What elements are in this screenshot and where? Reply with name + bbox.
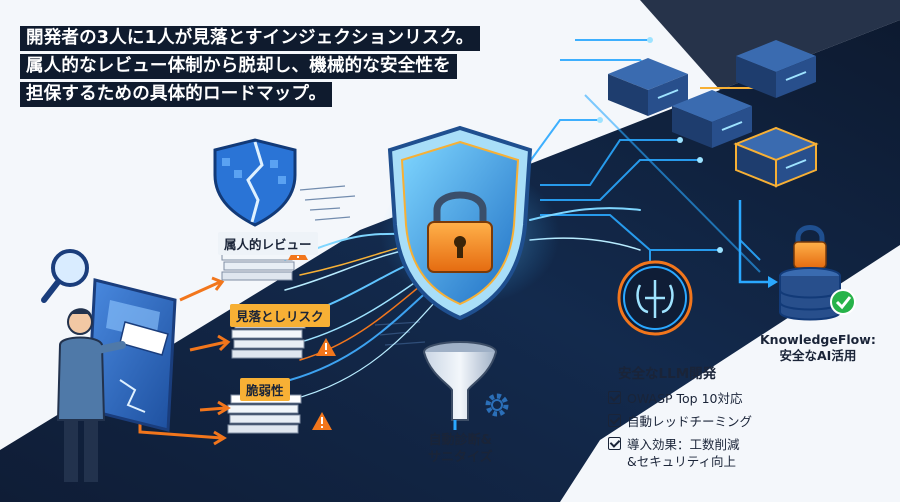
funnel-label-line-2: サニタイズ — [428, 450, 493, 465]
gear-icon — [485, 393, 509, 417]
brain-chip-icon — [617, 260, 693, 336]
llm-item-3: 導入効果：工数削減 — [608, 434, 740, 453]
knowledgeflow-line-1: KnowledgeFlow: — [760, 332, 876, 347]
llm-item-2: 自動レッドチーミング — [608, 411, 752, 430]
funnel-label-line-1: 自動診断& — [428, 433, 492, 448]
headline-line-3: 担保するための具体的ロードマップ。 — [20, 82, 333, 107]
database-lock-icon — [779, 225, 841, 321]
tag-oversight: 見落としリスク — [230, 304, 330, 327]
headline-line-1: 開発者の3人に1人が見落とすインジェクションリスク。 — [20, 26, 480, 51]
llm-item-3-continuation: &セキュリティ向上 — [627, 454, 736, 469]
knowledgeflow-label: KnowledgeFlow: 安全なAI活用 — [760, 332, 876, 364]
circuit-lines — [519, 39, 761, 285]
shield-lock-icon — [387, 125, 533, 321]
person — [56, 308, 126, 482]
tag-review: 属人的レビュー — [218, 232, 318, 255]
monitor — [86, 278, 177, 432]
checkbox-icon — [608, 414, 621, 427]
llm-item-2-label: 自動レッドチーミング — [627, 414, 753, 429]
headline: 開発者の3人に1人が見落とすインジェクションリスク。 属人的なレビュー体制から脱… — [20, 26, 480, 110]
llm-item-3-label: 導入効果：工数削減 — [627, 437, 740, 452]
checkbox-icon — [608, 437, 621, 450]
magnifier-icon — [41, 249, 89, 303]
llm-panel-title: 安全なLLM開発 — [618, 366, 717, 382]
headline-line-2: 属人的なレビュー体制から脱却し、機械的な安全性を — [20, 54, 457, 79]
pixel-shield-icon — [213, 138, 297, 227]
knowledgeflow-line-2: 安全なAI活用 — [779, 348, 857, 363]
llm-item-1-label: OWASP Top 10対応 — [627, 391, 743, 406]
tag-vulnerability: 脆弱性 — [240, 378, 290, 401]
checkbox-icon — [608, 391, 621, 404]
funnel-icon — [423, 341, 497, 430]
check-icon — [830, 289, 856, 315]
llm-item-1: OWASP Top 10対応 — [608, 388, 743, 407]
server-icon — [608, 40, 819, 188]
funnel-label: 自動診断& サニタイズ — [428, 432, 493, 466]
